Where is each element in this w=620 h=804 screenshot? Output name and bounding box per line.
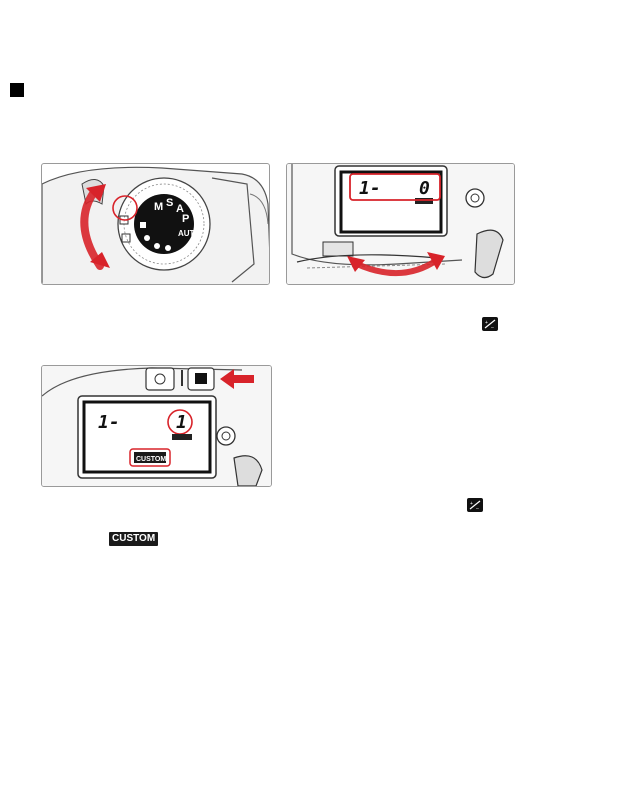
exposure-comp-figure: 1- 1 CUSTOM	[41, 365, 272, 487]
command-dial-figure: 1- 0	[286, 163, 515, 285]
custom-badge: CUSTOM	[109, 532, 158, 546]
section-bullet	[10, 83, 24, 97]
lcd-setting-value: 0	[419, 178, 430, 199]
exposure-compensation-icon: + –	[467, 498, 483, 512]
lcd-setting-value: 1	[176, 412, 187, 433]
dial-label-p: P	[182, 213, 189, 225]
lcd-custom-indicator: CUSTOM	[136, 456, 166, 463]
dial-label-auto: AUTO	[178, 229, 201, 238]
mode-dial-figure: M S A P AUTO	[41, 163, 270, 285]
dial-label-s: S	[166, 197, 173, 209]
svg-text:–: –	[491, 325, 494, 331]
svg-text:+: +	[485, 320, 488, 326]
exposure-comp-button-illustration: 1- 1 CUSTOM	[42, 366, 272, 487]
command-dial-lcd-illustration: 1- 0	[287, 164, 515, 285]
exposure-compensation-icon: + –	[482, 317, 498, 331]
dial-label-m: M	[154, 201, 163, 213]
lcd-setting-number: 1-	[359, 178, 381, 199]
mode-dial-illustration: M S A P AUTO	[42, 164, 270, 285]
lcd-setting-number: 1-	[98, 412, 120, 433]
svg-text:–: –	[476, 506, 479, 512]
svg-text:+: +	[470, 501, 473, 507]
